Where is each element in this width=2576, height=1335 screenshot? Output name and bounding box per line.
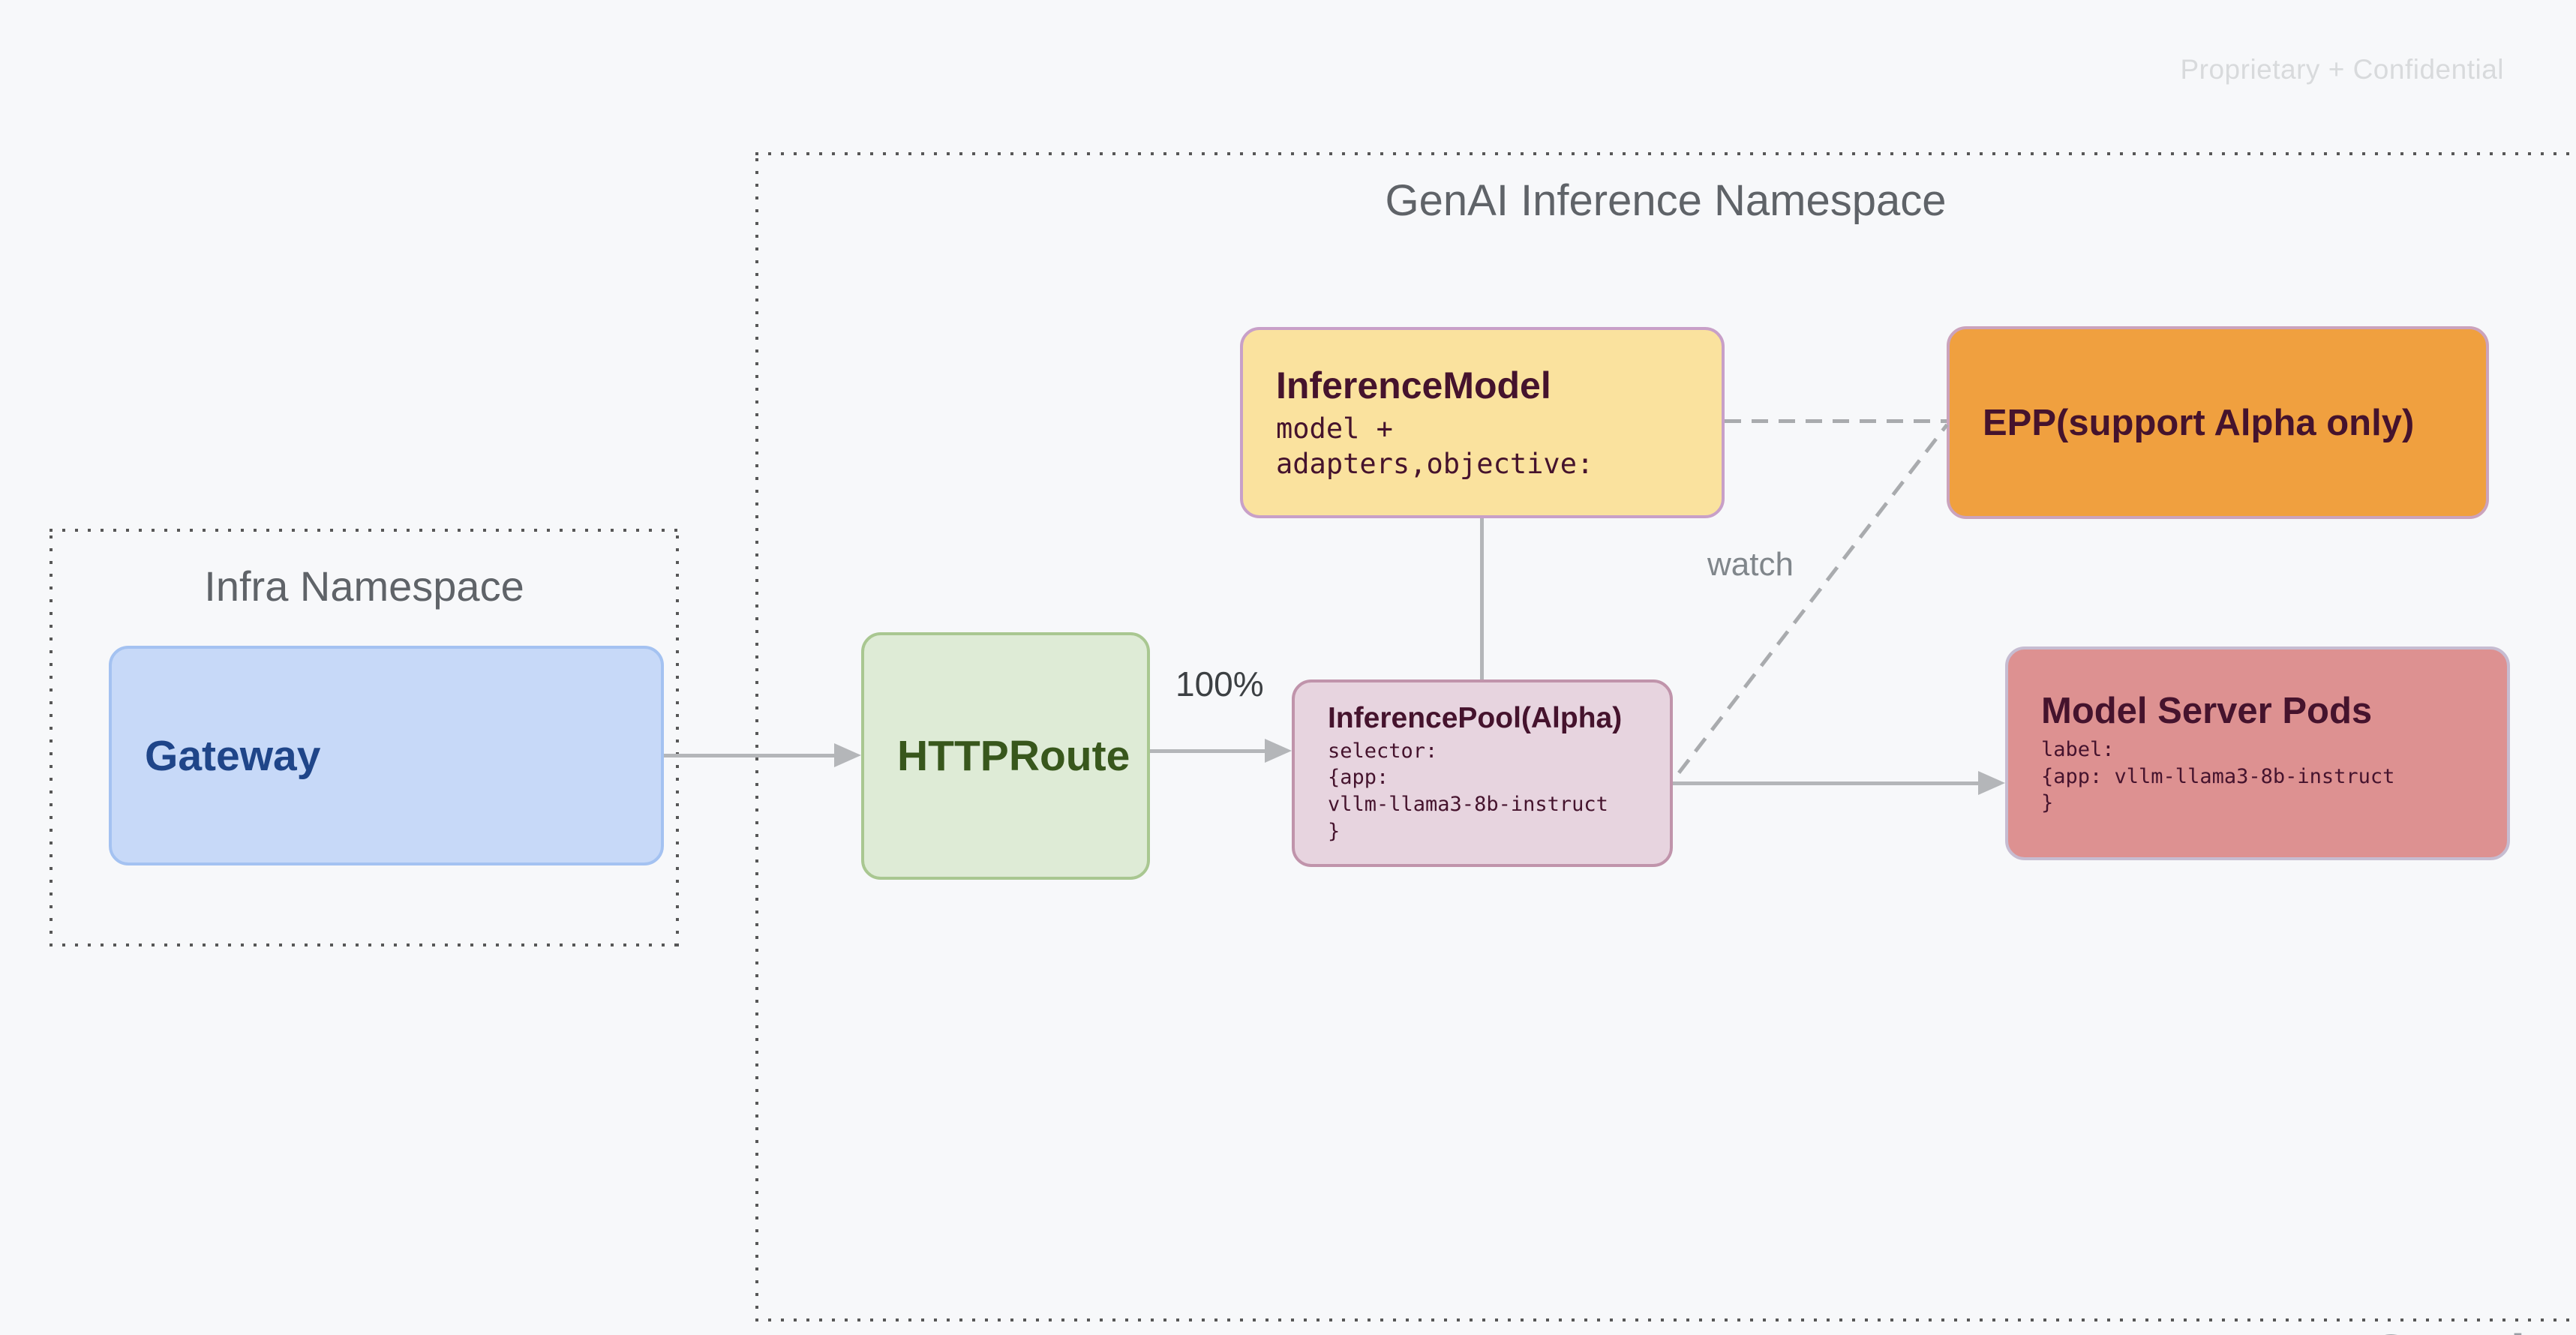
node-inference-pool: InferencePool(Alpha) selector: {app: vll… (1292, 680, 1673, 867)
inference-model-title: InferenceModel (1276, 364, 1551, 406)
node-model-server-pods: Model Server Pods label: {app: vllm-llam… (2005, 646, 2510, 860)
inference-model-body: model + adapters,objective: (1276, 412, 1594, 480)
confidentiality-watermark: Proprietary + Confidential (2180, 54, 2504, 85)
google-logo-cutoff: Google (2370, 1323, 2556, 1335)
node-httproute: HTTPRoute (861, 632, 1150, 880)
node-gateway: Gateway (109, 646, 664, 866)
node-epp: EPP(support Alpha only) (1947, 326, 2489, 519)
infra-namespace-title: Infra Namespace (204, 562, 524, 610)
httproute-title: HTTPRoute (897, 732, 1130, 780)
inference-pool-title: InferencePool(Alpha) (1328, 701, 1623, 734)
edge-httproute-to-pool (1150, 749, 1267, 753)
edge-inference-model-to-pool (1480, 518, 1484, 680)
model-server-pods-title: Model Server Pods (2041, 691, 2373, 732)
genai-namespace-title: GenAI Inference Namespace (1385, 176, 1947, 225)
node-inference-model: InferenceModel model + adapters,objectiv… (1240, 327, 1725, 518)
edge-label-100-percent: 100% (1175, 664, 1264, 704)
model-server-pods-body: label: {app: vllm-llama3-8b-instruct } (2041, 738, 2395, 815)
arrowhead-icon (1265, 739, 1292, 763)
edge-gateway-to-httproute (664, 754, 836, 758)
edge-label-watch: watch (1707, 546, 1794, 583)
epp-title: EPP(support Alpha only) (1983, 402, 2415, 443)
inference-pool-body: selector: {app: vllm-llama3-8b-instruct … (1328, 739, 1608, 843)
edge-inference-model-to-epp (1725, 419, 1947, 423)
gateway-title: Gateway (145, 731, 321, 780)
arrowhead-icon (1978, 771, 2005, 795)
edge-pool-to-model-server-pods (1673, 782, 1980, 785)
arrowhead-icon (834, 743, 861, 767)
